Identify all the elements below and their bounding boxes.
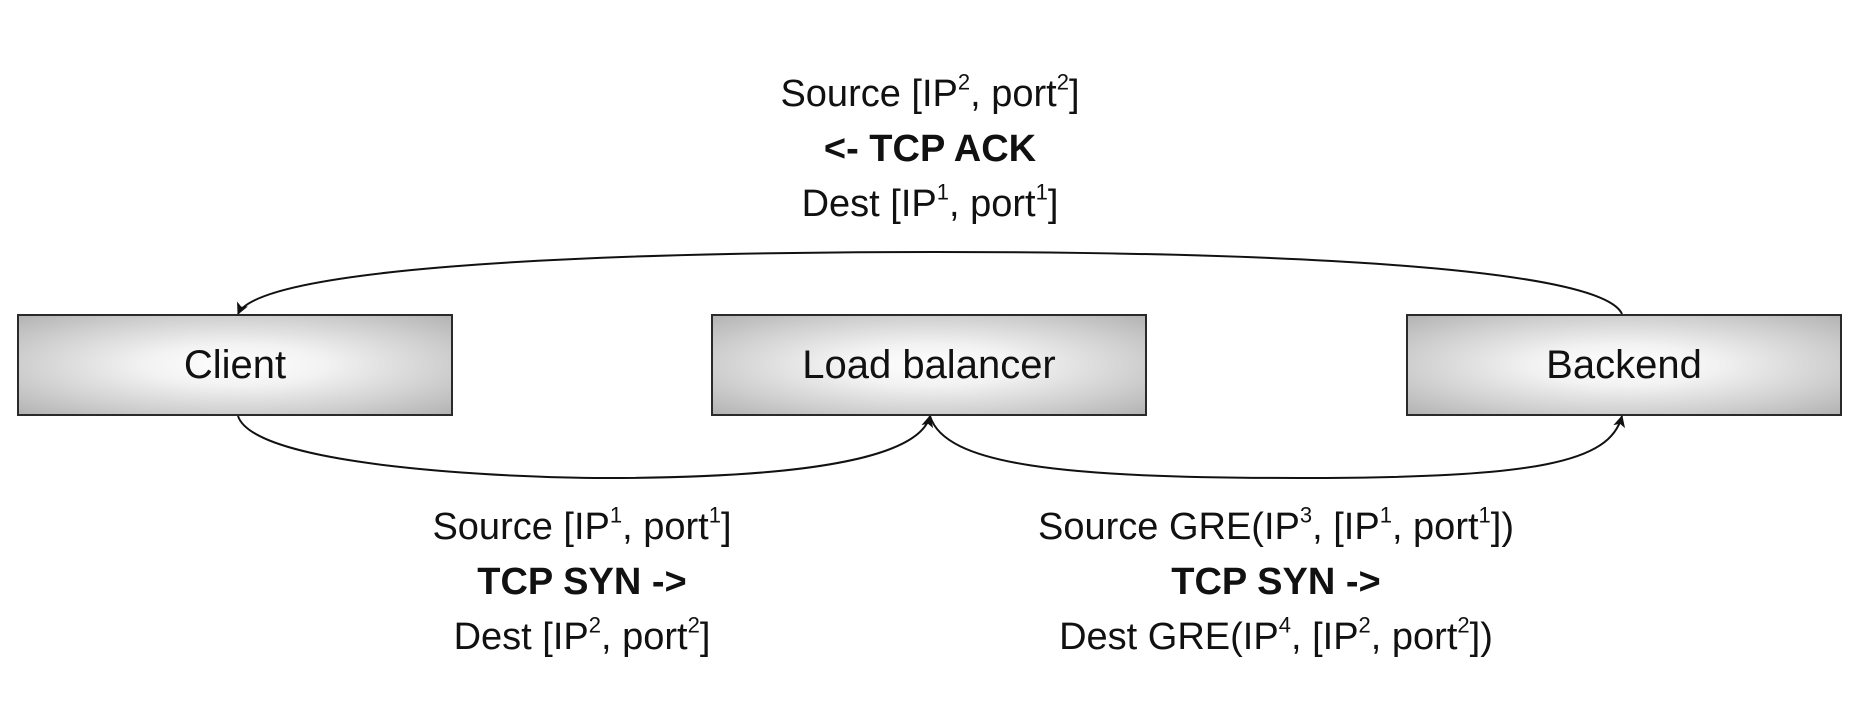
- backend-label: Backend: [1546, 342, 1702, 387]
- ack-dest-line: Dest [IP1, port1]: [801, 179, 1059, 225]
- syn2-dest-line: Dest GRE(IP4, [IP2, port2]): [1059, 612, 1493, 658]
- syn-client-to-lb-arrow: [237, 415, 934, 480]
- client-label: Client: [183, 342, 287, 387]
- syn1-source-line: Source [IP1, port1]: [432, 502, 732, 548]
- syn1-dest-line: Dest [IP2, port2]: [453, 612, 711, 658]
- load-balancer-node: Load balancer: [711, 314, 1147, 416]
- syn2-action-line: TCP SYN ->: [1171, 561, 1381, 603]
- ack-source-line: Source [IP2, port2]: [780, 69, 1080, 115]
- ack-arrow: [237, 250, 1623, 315]
- syn-lb-to-backend-label: Source GRE(IP3, [IP1, port1]) TCP SYN ->…: [876, 500, 1676, 665]
- backend-node: Backend: [1406, 314, 1842, 416]
- syn2-source-line: Source GRE(IP3, [IP1, port1]): [1037, 502, 1515, 548]
- ack-flow-label: Source [IP2, port2] <- TCP ACK Dest [IP1…: [630, 67, 1230, 232]
- load-balancer-label: Load balancer: [802, 342, 1056, 387]
- ack-action-line: <- TCP ACK: [823, 128, 1037, 170]
- syn1-action-line: TCP SYN ->: [477, 561, 687, 603]
- syn-client-to-lb-label: Source [IP1, port1] TCP SYN -> Dest [IP2…: [282, 500, 882, 665]
- syn-lb-to-backend-arrow: [929, 415, 1626, 480]
- client-node: Client: [17, 314, 453, 416]
